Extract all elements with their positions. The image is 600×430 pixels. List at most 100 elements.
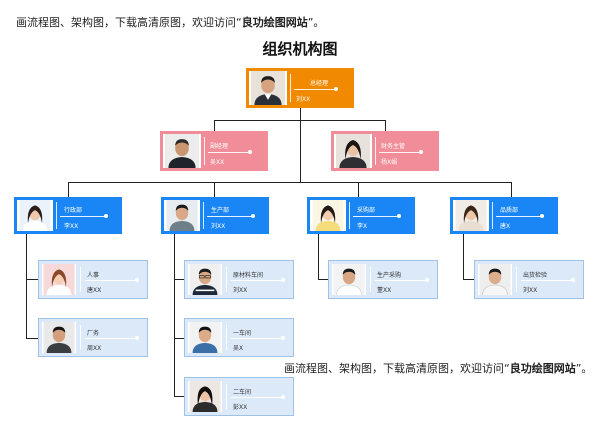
role-label: 一车间 — [233, 330, 252, 337]
name-label: 李X — [357, 223, 368, 230]
watermark-mid-end: ”。 — [575, 362, 593, 375]
underline-dot — [281, 336, 285, 340]
sub-box-workshop-1[interactable]: 一车间 吴X — [184, 318, 294, 357]
chart-title: 组织机构图 — [262, 40, 338, 58]
divider — [375, 137, 376, 165]
underline — [379, 152, 419, 153]
sub-box-workshop-2[interactable]: 二车间 彭XX — [184, 377, 294, 416]
role-label: 生产采购 — [377, 272, 402, 279]
underline — [231, 280, 281, 281]
name-label: 唐XX — [87, 287, 102, 294]
sub-box-shipping-inspection[interactable]: 出货检验 刘XX — [474, 260, 584, 299]
name-label: 杨X娟 — [381, 159, 398, 166]
underline-dot — [104, 214, 108, 218]
watermark-middle: 画流程图、架构图，下载高清原图，欢迎访问“良功绘图网站”。 — [284, 360, 592, 376]
connector — [463, 279, 474, 280]
connector — [318, 279, 329, 280]
underline — [375, 280, 425, 281]
avatar — [17, 200, 53, 231]
divider — [80, 267, 81, 292]
connector — [174, 279, 185, 280]
name-label: 周XX — [87, 345, 102, 352]
divider — [226, 325, 227, 350]
connector — [68, 182, 69, 197]
role-label: 总经理 — [310, 80, 329, 87]
divider — [80, 325, 81, 350]
divider — [226, 267, 227, 292]
avatar — [453, 200, 489, 231]
avatar — [188, 381, 222, 412]
avatar — [42, 264, 76, 295]
divider — [349, 202, 350, 229]
role-label: 出货检验 — [523, 272, 548, 279]
name-label: 李XX — [64, 223, 79, 230]
watermark-top-site: 良功绘图网站 — [241, 16, 308, 29]
watermark-top-end: ”。 — [307, 16, 325, 29]
name-label: 刘XX — [211, 223, 226, 230]
sub-box-production-purchasing[interactable]: 生产采购 董XX — [328, 260, 438, 299]
connector — [214, 120, 215, 132]
underline-dot — [571, 278, 575, 282]
connector — [318, 234, 319, 279]
underline-dot — [425, 278, 429, 282]
avatar — [163, 134, 201, 168]
sub-box-facilities[interactable]: 厂务 周XX — [38, 318, 148, 357]
deputy-box-1[interactable]: 副经理 吴XX — [160, 131, 268, 171]
underline — [231, 397, 281, 398]
role-label: 行政部 — [64, 207, 83, 214]
underline-dot — [419, 150, 423, 154]
name-label: 刘XX — [233, 287, 248, 294]
connector — [300, 108, 301, 120]
watermark-mid-site: 良功绘图网站 — [509, 362, 576, 375]
underline — [60, 216, 104, 217]
dept-box-admin[interactable]: 行政部 李XX — [14, 197, 122, 234]
underline — [85, 338, 135, 339]
connector — [300, 120, 301, 182]
divider — [516, 267, 517, 292]
watermark-mid-text: 画流程图、架构图，下载高清原图，欢迎访问“ — [284, 362, 510, 375]
role-label: 品质部 — [500, 207, 519, 214]
avatar — [332, 264, 366, 295]
avatar — [334, 134, 372, 168]
name-label: 董XX — [377, 287, 392, 294]
underline-dot — [397, 214, 401, 218]
avatar — [188, 322, 222, 353]
underline-dot — [135, 278, 139, 282]
ceo-box[interactable]: 总经理 刘XX — [246, 68, 354, 108]
underline — [208, 152, 248, 153]
connector — [26, 338, 38, 339]
deputy-box-2[interactable]: 财务主管 杨X娟 — [331, 131, 439, 171]
name-label: 唐X — [500, 223, 511, 230]
dept-box-quality[interactable]: 品质部 唐X — [450, 197, 558, 234]
underline — [85, 280, 135, 281]
underline — [231, 338, 281, 339]
divider — [290, 74, 291, 102]
role-label: 生产部 — [211, 207, 230, 214]
divider — [370, 267, 371, 292]
role-label: 财务主管 — [381, 143, 406, 150]
divider — [56, 202, 57, 229]
connector — [174, 396, 185, 397]
divider — [492, 202, 493, 229]
underline — [496, 216, 540, 217]
underline-dot — [248, 150, 252, 154]
dept-box-purchasing[interactable]: 采购部 李X — [307, 197, 415, 234]
name-label: 吴X — [233, 345, 244, 352]
role-label: 二车间 — [233, 389, 252, 396]
role-label: 人事 — [87, 272, 100, 279]
connector — [358, 182, 359, 197]
connector — [385, 120, 386, 132]
sub-box-hr[interactable]: 人事 唐XX — [38, 260, 148, 299]
name-label: 刘XX — [296, 96, 311, 103]
underline — [521, 280, 571, 281]
sub-box-raw-materials[interactable]: 原材料车间 刘XX — [184, 260, 294, 299]
underline-dot — [281, 278, 285, 282]
underline — [294, 89, 334, 90]
role-label: 原材料车间 — [233, 272, 264, 279]
divider — [204, 137, 205, 165]
connector — [511, 182, 512, 197]
underline-dot — [281, 395, 285, 399]
avatar — [42, 322, 76, 353]
role-label: 厂务 — [87, 330, 100, 337]
dept-box-production[interactable]: 生产部 刘XX — [161, 197, 269, 234]
